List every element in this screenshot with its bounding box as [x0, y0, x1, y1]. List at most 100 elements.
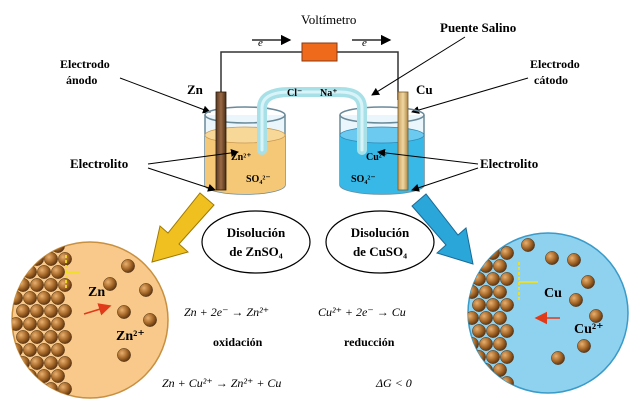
electrolyte-left-pointer-2 — [147, 167, 216, 192]
external-circuit: Voltímetro e⁻ e⁻ — [220, 12, 399, 100]
oxidation-label: oxidación — [213, 335, 263, 349]
atom-icon — [500, 350, 514, 364]
atom-icon — [12, 369, 23, 383]
atom-icon — [30, 278, 44, 292]
overall-equation: Zn + Cu²⁺ → Zn²⁺ + Cu — [162, 376, 281, 390]
electrolyte-right-label: Electrolito — [480, 156, 538, 171]
atom-icon — [479, 363, 493, 377]
cathode-pointer — [411, 77, 529, 114]
zoom-zinc-metal-label: Zn — [88, 285, 105, 300]
zoom-zinc-ion-label: Zn²⁺ — [116, 329, 145, 344]
atom-icon — [23, 317, 37, 331]
wire-right — [337, 51, 399, 100]
atom-icon — [58, 278, 72, 292]
atom-icon — [468, 363, 479, 377]
atom-icon — [117, 305, 131, 319]
copper-ion-beaker-label: Cu²⁺ — [366, 152, 387, 163]
copper-zoom-circle: Cu Cu²⁺ — [467, 232, 629, 394]
atom-icon — [479, 311, 493, 325]
copper-sulfate-line2: de CuSO₄ — [353, 244, 407, 259]
atom-icon — [51, 265, 65, 279]
copper-sulfate-solution-oval: Disolución de CuSO₄ — [325, 210, 435, 274]
zinc-sulfate-solution-oval: Disolución de ZnSO₄ — [201, 210, 311, 274]
oxidation-equation: Zn + 2e⁻ → Zn²⁺ — [184, 305, 269, 319]
sulfate-right-label: SO₄²⁻ — [351, 174, 376, 185]
atom-icon — [103, 277, 117, 291]
atom-icon — [58, 356, 72, 370]
copper-sulfate-line1: Disolución — [351, 225, 410, 240]
atom-icon — [51, 369, 65, 383]
atom-icon — [479, 337, 493, 351]
zoom-arrow-left — [151, 192, 215, 263]
atom-icon — [493, 337, 507, 351]
atom-icon — [486, 272, 500, 286]
copper-solution — [340, 135, 424, 194]
atom-icon — [23, 242, 37, 253]
atom-icon — [37, 291, 51, 305]
atom-icon — [23, 343, 37, 357]
atom-icon — [23, 369, 37, 383]
atom-icon — [37, 343, 51, 357]
zoom-copper-ion-label: Cu²⁺ — [574, 322, 603, 337]
atom-icon — [30, 382, 44, 396]
ion-release-arrow — [83, 303, 112, 316]
atom-icon — [143, 313, 157, 327]
atom-icon — [16, 382, 30, 396]
zinc-electrode — [215, 91, 227, 191]
atom-icon — [30, 356, 44, 370]
cathode-label-line2: cátodo — [534, 73, 568, 87]
atom-icon — [16, 304, 30, 318]
zoom-arrow-right — [411, 193, 474, 265]
atom-icon — [545, 251, 559, 265]
atom-icon — [16, 252, 30, 266]
anode-label-line2: ánodo — [66, 73, 97, 87]
atom-icon — [30, 330, 44, 344]
atom-icon — [479, 233, 493, 247]
atom-icon — [12, 242, 23, 253]
atom-icon — [468, 311, 479, 325]
atom-icon — [44, 278, 58, 292]
atom-icon — [37, 369, 51, 383]
atom-icon — [486, 350, 500, 364]
electrolyte-left-pointer-1 — [147, 148, 239, 165]
atom-icon — [521, 238, 535, 252]
cu-metal-label: Cu — [416, 82, 433, 97]
atom-icon — [493, 363, 507, 377]
atom-icon — [58, 382, 72, 396]
atom-icon — [500, 298, 514, 312]
atom-icon — [58, 252, 72, 266]
atom-icon — [581, 275, 595, 289]
atom-icon — [139, 283, 153, 297]
atom-icon — [472, 324, 486, 338]
atom-icon — [500, 272, 514, 286]
atom-icon — [23, 265, 37, 279]
copper-electrode — [397, 91, 409, 191]
atom-icon — [486, 298, 500, 312]
atom-icon — [37, 317, 51, 331]
salt-bridge-label: Puente Salino — [440, 20, 516, 35]
atom-icon — [51, 317, 65, 331]
sodium-ion-label: Na⁺ — [320, 88, 338, 99]
zn-metal-label: Zn — [187, 82, 204, 97]
atom-icon — [44, 330, 58, 344]
electron-label-right: e⁻ — [362, 37, 373, 49]
atom-icon — [486, 376, 500, 390]
atom-icon — [37, 242, 51, 253]
atom-icon — [37, 265, 51, 279]
atom-icon — [500, 324, 514, 338]
reduction-equation: Cu²⁺ + 2e⁻ → Cu — [318, 305, 406, 319]
atom-icon — [30, 304, 44, 318]
zinc-sulfate-line2: de ZnSO₄ — [229, 244, 282, 259]
electrolyte-right-pointer-1 — [377, 148, 479, 165]
electrolyte-left-label: Electrolito — [70, 156, 128, 171]
atom-icon — [44, 356, 58, 370]
atom-icon — [51, 291, 65, 305]
electrolyte-right-pointer-2 — [411, 167, 479, 192]
atom-icon — [493, 285, 507, 299]
atom-icon — [567, 253, 581, 267]
atom-icon — [589, 309, 603, 323]
zinc-zoom-circle: Zn Zn²⁺ — [11, 241, 169, 399]
atom-icon — [121, 259, 135, 273]
atom-icon — [577, 339, 591, 353]
